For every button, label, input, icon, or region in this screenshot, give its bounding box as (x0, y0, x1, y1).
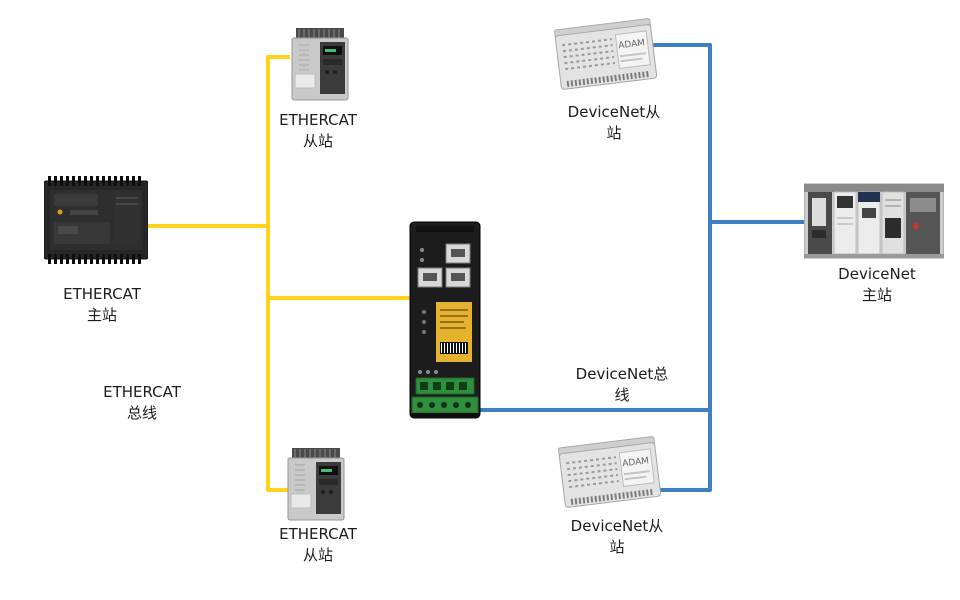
label-line: 从站 (302, 132, 333, 150)
rack-plc-illustration (804, 183, 944, 259)
devicenet-bus-lines (468, 43, 812, 492)
plc-illustration (44, 176, 148, 264)
servo-drive-illustration (287, 448, 345, 521)
label-line: 站 (606, 124, 622, 142)
label-line: DeviceNet从 (570, 517, 664, 535)
servo-drive-illustration (291, 28, 349, 101)
adam-module-illustration: ADAM (558, 436, 662, 508)
label-line: DeviceNet (838, 265, 916, 283)
label-line: 线 (614, 386, 630, 404)
label-line: DeviceNet总 (575, 365, 669, 383)
gateway-device (406, 220, 484, 420)
ethercat-bus-lines (148, 55, 430, 492)
label-line: 总线 (126, 404, 157, 422)
label-line: ETHERCAT (279, 111, 357, 129)
ethercat-master-label: ETHERCAT 主站 (52, 284, 152, 326)
label-line: 主站 (86, 306, 117, 324)
ethercat-bus-label: ETHERCAT 总线 (92, 382, 192, 424)
ethercat-master-device (44, 176, 148, 264)
label-line: 主站 (861, 286, 892, 304)
devicenet-master-device (804, 178, 944, 264)
devicenet-slave-bottom-label: DeviceNet从 站 (562, 516, 672, 558)
label-line: ETHERCAT (103, 383, 181, 401)
adam-marking-text: ADAM (618, 38, 646, 51)
devicenet-bus-label: DeviceNet总 线 (567, 364, 677, 406)
ethercat-bus-trunk (266, 55, 290, 492)
adam-marking-text: ADAM (622, 456, 650, 469)
ethercat-slave-bottom-device (286, 448, 346, 522)
label-line: DeviceNet从 (567, 103, 661, 121)
devicenet-bus-trunk (652, 43, 712, 492)
devicenet-slave-top-label: DeviceNet从 站 (559, 102, 669, 144)
label-line: 从站 (302, 546, 333, 564)
devicenet-slave-bottom-device: ADAM (556, 432, 664, 518)
gateway-illustration (409, 221, 481, 419)
ethercat-slave-top-device (290, 28, 350, 102)
devicenet-master-label: DeviceNet 主站 (822, 264, 932, 306)
label-line: 站 (609, 538, 625, 556)
devicenet-slave-top-device: ADAM (552, 14, 660, 100)
ethercat-slave-top-label: ETHERCAT 从站 (268, 110, 368, 152)
ethercat-slave-bottom-label: ETHERCAT 从站 (268, 524, 368, 566)
label-line: ETHERCAT (63, 285, 141, 303)
adam-module-illustration: ADAM (554, 18, 658, 90)
label-line: ETHERCAT (279, 525, 357, 543)
